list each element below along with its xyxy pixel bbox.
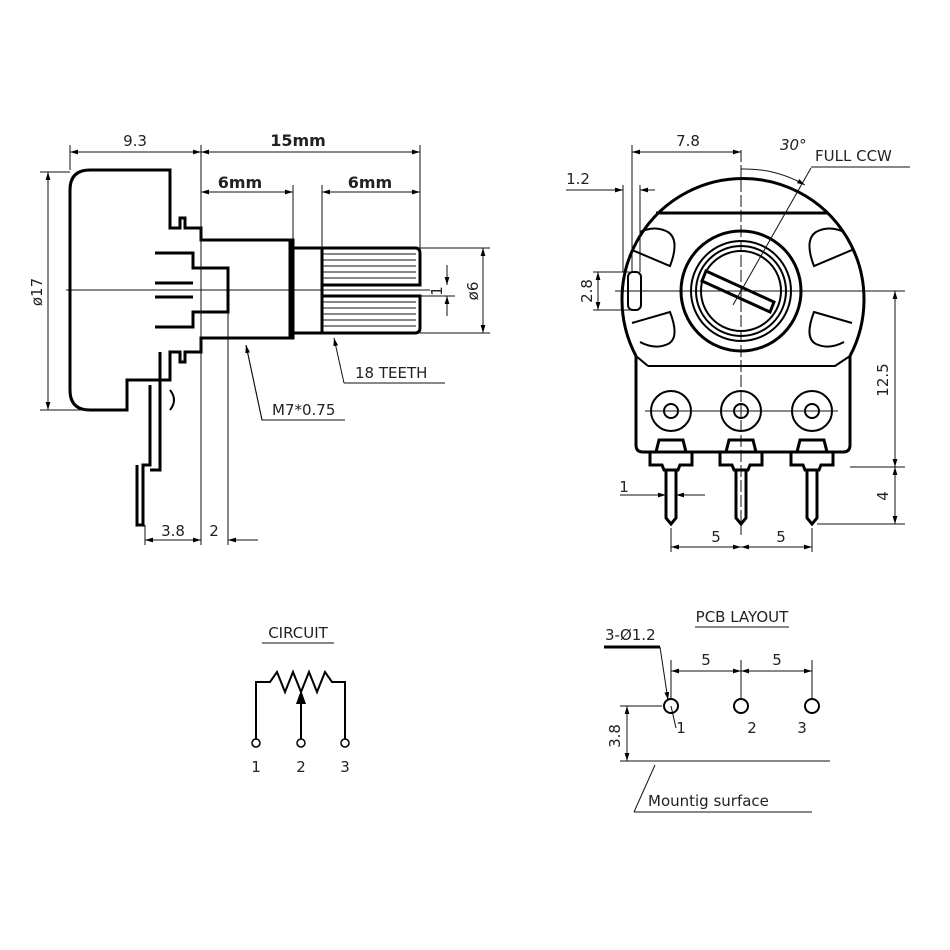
pcb-pin-3: 3 [797,719,807,737]
label-full-ccw: FULL CCW [815,147,892,165]
terminals [645,390,838,527]
body-circle [620,177,866,357]
dim-width: 7.8 [676,132,700,150]
circuit-pin-3: 3 [340,758,350,776]
dim-pin-length: 4 [874,491,892,501]
circuit-schematic: CIRCUIT 1 2 3 [251,624,350,776]
pcb-pin-1: 1 [676,719,686,737]
pcb-pitch-2: 5 [772,651,782,669]
circuit-title: CIRCUIT [268,624,328,642]
dim-tab-width: 1.2 [566,170,590,188]
circuit-pin-2: 2 [296,758,306,776]
label-teeth: 18 TEETH [355,364,427,382]
label-mounting-surface: Mountig surface [648,792,769,810]
circuit-pin-1: 1 [251,758,261,776]
label-thread: M7*0.75 [272,401,335,419]
dim-bushing: 6mm [218,173,262,192]
dim-shaft-diameter: ø6 [464,282,482,301]
dim-pin-width: 1 [619,478,629,496]
dim-diameter: ø17 [28,278,46,306]
pcb-title: PCB LAYOUT [696,608,790,626]
dim-offset: 2 [209,522,219,540]
dim-pitch-2: 5 [776,528,786,546]
pcb-offset: 3.8 [606,724,624,748]
front-view: 7.8 30° FULL CCW 1.2 2.8 12.5 4 1 5 5 [566,132,910,552]
dim-height: 12.5 [874,363,892,396]
dim-knurl: 6mm [348,173,392,192]
pcb-pin-2: 2 [747,719,757,737]
dim-slot: 1 [428,286,446,296]
dim-tab-height: 2.8 [578,279,596,303]
pcb-pitch-1: 5 [701,651,711,669]
dim-pitch-1: 5 [711,528,721,546]
pcb-layout: PCB LAYOUT 3-Ø1.2 5 5 3.8 1 2 3 Mountig … [604,608,830,813]
dim-body-depth: 9.3 [123,132,147,150]
side-view: 9.3 15mm 6mm 6mm ø17 ø6 1 3.8 2 M7*0.75 … [28,131,490,545]
dim-tab: 3.8 [161,522,185,540]
dim-total-shaft: 15mm [270,131,326,150]
dim-angle: 30° [780,136,807,154]
pcb-hole-spec: 3-Ø1.2 [605,626,656,644]
